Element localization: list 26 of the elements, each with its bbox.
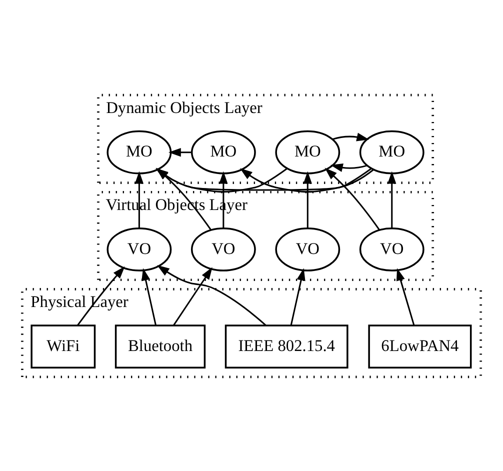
node-box: Bluetooth [114,324,206,368]
arrow [388,170,396,228]
arrow [168,148,192,156]
arrow [290,268,306,325]
arrow [157,264,266,326]
node-box: 6LowPAN4 [368,324,472,368]
node-box: IEEE 802.15.4 [224,324,348,368]
arrow [156,168,288,192]
arrow [240,168,372,192]
arrow [303,170,312,228]
node-box: WiFi [30,324,96,368]
node-ellipse: MO [359,130,424,174]
arrow [324,167,380,230]
node-ellipse: VO [106,227,172,271]
arrow [173,266,212,326]
arrow [142,268,157,325]
node-ellipse: VO [359,227,424,271]
arrow [330,162,368,172]
node-ellipse: MO [275,130,340,174]
arrow [332,132,370,141]
arrow [396,268,415,325]
node-ellipse: MO [106,130,172,174]
node-ellipse: VO [275,227,340,271]
node-ellipse: MO [190,130,256,174]
arrow [156,168,374,190]
node-ellipse: VO [190,227,256,271]
